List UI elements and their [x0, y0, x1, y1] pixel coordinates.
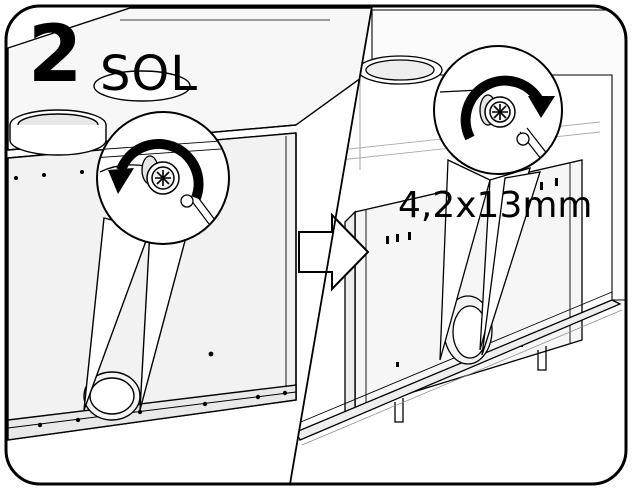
left-panel [7, 7, 372, 441]
screw-head-icon [146, 161, 180, 195]
step-side-label: SOL [100, 46, 198, 102]
arrow-right-icon [298, 212, 370, 292]
magnifier-pointer-right [439, 158, 491, 361]
clockwise-arrow-icon [460, 75, 555, 141]
bottom-rail [7, 384, 297, 441]
counterclockwise-arrow-icon [108, 138, 204, 200]
panel-divider [289, 6, 373, 484]
step-number: 2 [28, 10, 82, 100]
screw-head-icon [484, 96, 516, 128]
screw-size-label: 4,2x13mm [398, 185, 593, 226]
diagram-border [4, 4, 628, 486]
magnifier-right [433, 45, 563, 175]
magnifier-left [96, 111, 230, 245]
